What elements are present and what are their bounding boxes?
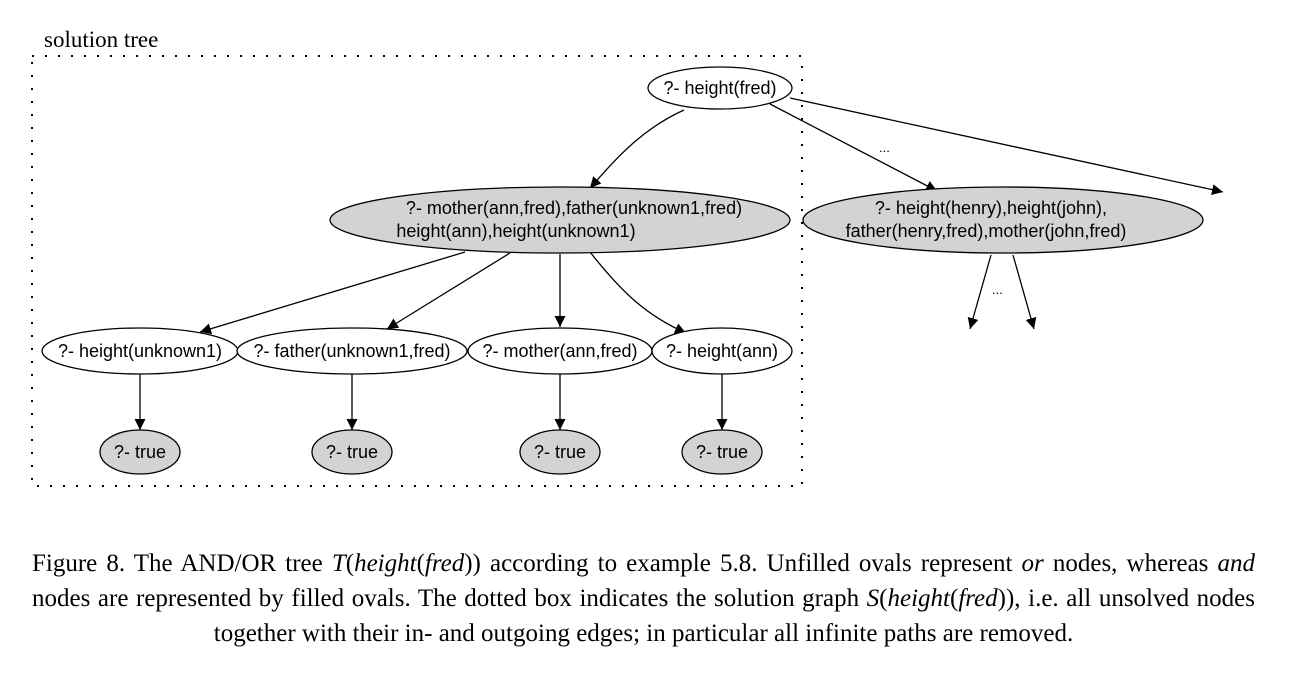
caption-math-height: height	[887, 585, 950, 612]
node-and2: ?- height(henry),height(john), father(he…	[802, 186, 1204, 254]
node-root-label: ?- height(fred)	[663, 78, 776, 98]
node-or1: ?- height(unknown1)	[41, 327, 239, 375]
node-and1-shape	[329, 186, 791, 254]
ellipsis-right: ...	[992, 282, 1003, 297]
edge-and1-or4	[589, 251, 687, 334]
node-t2-label: ?- true	[326, 442, 378, 462]
caption-math-fred: fred	[958, 585, 998, 612]
node-t4-shape	[681, 429, 763, 475]
caption-math-t: T	[331, 550, 346, 577]
caption-math-s: S	[866, 585, 880, 612]
node-t3-shape	[519, 429, 601, 475]
edges	[134, 97, 1224, 430]
edge-and1-or2	[386, 252, 511, 330]
caption-part: )) according to example 5.8. Unfilled ov…	[464, 550, 1022, 577]
node-or2-label: ?- father(unknown1,fred)	[253, 341, 450, 361]
node-or4-shape	[651, 327, 793, 375]
node-t1-shape	[99, 429, 181, 475]
node-t3: ?- true	[519, 429, 601, 475]
node-root: ?- height(fred)	[647, 66, 793, 110]
caption-and-word: and	[1217, 550, 1256, 577]
node-t4: ?- true	[681, 429, 763, 475]
caption-part: Figure 8. The AND/OR tree	[32, 550, 332, 577]
node-t1-label: ?- true	[114, 442, 166, 462]
node-or3-label: ?- mother(ann,fred)	[482, 341, 637, 361]
node-or4: ?- height(ann)	[651, 327, 793, 375]
caption-part: nodes, whereas	[1043, 550, 1218, 577]
edge-root-and2	[769, 103, 938, 192]
node-or4-label: ?- height(ann)	[666, 341, 778, 361]
ellipsis-top: ...	[879, 140, 890, 155]
caption-part: (	[949, 585, 959, 612]
node-and2-label-line2: father(henry,fred),mother(john,fred)	[846, 221, 1127, 241]
node-t4-label: ?- true	[696, 442, 748, 462]
node-and2-shape	[802, 186, 1204, 254]
node-or2-shape	[236, 327, 468, 375]
figure-caption: Figure 8. The AND/OR tree T(height(fred)…	[32, 546, 1255, 651]
caption-math-height: height	[354, 550, 417, 577]
node-t1: ?- true	[99, 429, 181, 475]
edge-and2-left	[967, 254, 992, 330]
solution-tree-label: solution tree	[44, 27, 158, 52]
caption-part: (	[345, 550, 355, 577]
edge-root-infinite	[789, 97, 1224, 196]
edge-root-and1	[589, 109, 685, 189]
node-and1-label-line1: ?- mother(ann,fred),father(unknown1,fred…	[406, 198, 742, 218]
edge-and1-or1	[199, 251, 466, 335]
caption-part: )), i.e. all unsolved nodes together wit…	[213, 585, 1255, 647]
node-root-shape	[647, 66, 793, 110]
node-t2-shape	[311, 429, 393, 475]
caption-part: nodes are represented by filled ovals. T…	[32, 585, 867, 612]
node-and1-label-line2: height(ann),height(unknown1)	[396, 221, 635, 241]
node-or3: ?- mother(ann,fred)	[467, 327, 653, 375]
caption-part: (	[879, 585, 888, 612]
node-t3-label: ?- true	[534, 442, 586, 462]
and-or-tree-diagram: solution tree ... ... ?- height(fred) ?-…	[31, 27, 1224, 487]
caption-part: (	[416, 550, 425, 577]
node-and1: ?- mother(ann,fred),father(unknown1,fred…	[329, 186, 791, 254]
node-or2: ?- father(unknown1,fred)	[236, 327, 468, 375]
node-and2-label-line1: ?- height(henry),height(john),	[875, 198, 1107, 218]
solution-tree-box	[31, 55, 803, 487]
caption-math-fred: fred	[424, 550, 465, 577]
caption-or-word: or	[1021, 550, 1044, 577]
node-t2: ?- true	[311, 429, 393, 475]
node-or1-label: ?- height(unknown1)	[58, 341, 222, 361]
edge-and2-right	[1012, 254, 1037, 330]
